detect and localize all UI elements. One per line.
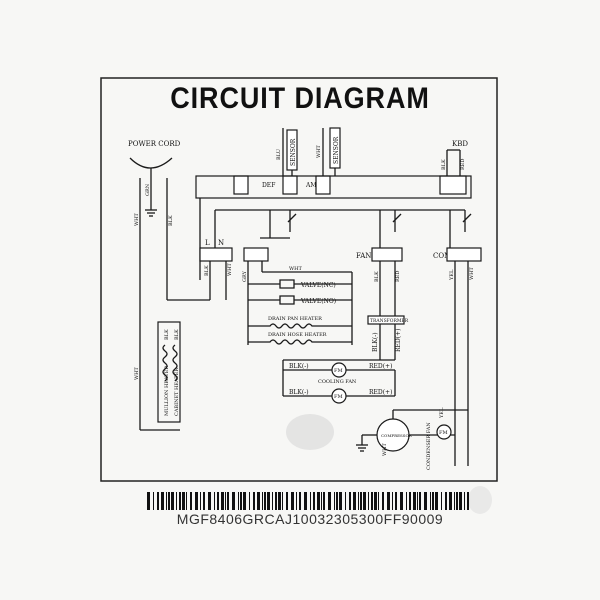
red-plus-label-2: RED(+)	[369, 389, 392, 396]
terminal-ln	[199, 247, 233, 262]
control-board-wiring: L N FAN COMP BLK WHT GRY	[139, 175, 482, 320]
cabinet-heater-label: CABINET HEATER	[174, 368, 180, 416]
transformer-box	[367, 315, 405, 325]
red-label-fan: RED	[395, 271, 401, 282]
transformer-label: TRANSFORMER	[370, 318, 409, 324]
yel-label-cf: YEL	[439, 407, 445, 419]
blk-label-fan: BLK	[374, 271, 380, 282]
comp-label: COMP	[433, 252, 456, 260]
grn-label: GRN	[145, 183, 151, 196]
blk-minus-label-1: BLK(-)	[289, 363, 309, 370]
kbd-label: KBD	[452, 140, 468, 148]
blu-label: BLU	[276, 149, 282, 160]
diagram-title: CIRCUIT DIAGRAM	[170, 82, 430, 115]
blk-label-l: BLK	[204, 265, 210, 276]
valve-nc-label: VALVE(NC)	[300, 282, 336, 289]
compressor-label: COMPRESSOR	[381, 433, 413, 438]
red-plus-label-t: RED(+)	[395, 329, 402, 352]
blk-label-kbd: BLK	[441, 159, 447, 170]
connector-def	[282, 175, 298, 195]
fan-label: FAN	[356, 252, 371, 260]
l-label: L	[205, 239, 210, 247]
wht-label-comp: WHT	[469, 267, 475, 280]
connector-amb	[315, 175, 331, 195]
fm-label-3: FM	[439, 430, 448, 436]
compressor-group: YEL WHT COMPRESSOR FM CONDENSER FAN YEL …	[356, 261, 475, 470]
mullion-cabinet-heaters: MULLION HEATER CABINET HEATER WHT BLK BL…	[134, 320, 181, 431]
kbd-box	[439, 175, 467, 195]
valve-no-label: VALVE(NO)	[300, 298, 336, 305]
cooling-fan-label: COOLING FAN	[318, 379, 357, 385]
blk-label-heater-2: BLK	[174, 329, 180, 340]
n-label: N	[218, 239, 224, 247]
drain-pan-heater-label: DRAIN PAN HEATER	[268, 316, 322, 322]
sensor-amb-text: SENSOR	[333, 136, 340, 164]
fm-label-1: FM	[334, 368, 343, 374]
yel-label-comp: YEL	[449, 269, 455, 281]
blk-label-cord: BLK	[168, 215, 174, 226]
barcode-bars	[147, 492, 469, 510]
drain-hose-heater-label: DRAIN HOSE HEATER	[268, 332, 327, 338]
blk-minus-label-t: BLK(-)	[372, 332, 379, 352]
wht-label-n: WHT	[227, 263, 233, 276]
red-label-kbd: RED	[460, 159, 466, 170]
mullion-heater-label: MULLION HEATER	[164, 366, 170, 416]
diagram-frame	[100, 77, 498, 482]
smudge-1	[286, 414, 334, 450]
sensor-def-text: SENSOR	[290, 138, 297, 166]
blk-label-heater-1: BLK	[164, 329, 170, 340]
smudge-2	[468, 486, 492, 514]
terminal-comp	[446, 247, 482, 262]
fm-motor-1	[331, 362, 347, 378]
fm-motor-2	[331, 388, 347, 404]
condenser-fm-symbol	[436, 424, 452, 440]
terminal-valves	[243, 247, 269, 262]
sensor-group: SENSOR SENSOR BLU WHT DEF AMB	[233, 127, 341, 195]
amb-label: AMB	[305, 182, 321, 189]
blk-minus-label-2: BLK(-)	[289, 389, 309, 396]
heater-frame	[157, 321, 181, 423]
wht-label-valve: WHT	[289, 266, 302, 272]
transformer-group: BLK RED TRANSFORMER BLK(-) RED(+)	[367, 261, 409, 360]
kbd-connector: KBD BLK RED	[439, 140, 468, 195]
barcode-number: MGF8406GRCAJ10032305300FF90009	[176, 511, 444, 527]
fm-label-2: FM	[334, 394, 343, 400]
red-plus-label-1: RED(+)	[369, 363, 392, 370]
connector-1	[233, 175, 249, 195]
terminal-fan	[371, 247, 403, 262]
wht-label-heater: WHT	[134, 367, 140, 380]
fan-motors: FM BLK(-) RED(+) COOLING FAN FM BLK(-) R…	[282, 359, 396, 404]
power-cord-label: POWER CORD	[128, 140, 181, 148]
valves-heaters: WHT VALVE(NC) VALVE(NO) DRAIN PAN HEATER…	[247, 261, 353, 345]
gry-label: GRY	[242, 270, 248, 282]
wht-label-sensor: WHT	[316, 145, 322, 158]
def-label: DEF	[262, 182, 275, 189]
wht-label-cm: WHT	[382, 443, 388, 456]
condenser-fan-label: CONDENSER FAN	[426, 422, 432, 470]
power-cord: POWER CORD GRN WHT BLK	[128, 140, 181, 300]
wht-label-cord: WHT	[134, 213, 140, 226]
